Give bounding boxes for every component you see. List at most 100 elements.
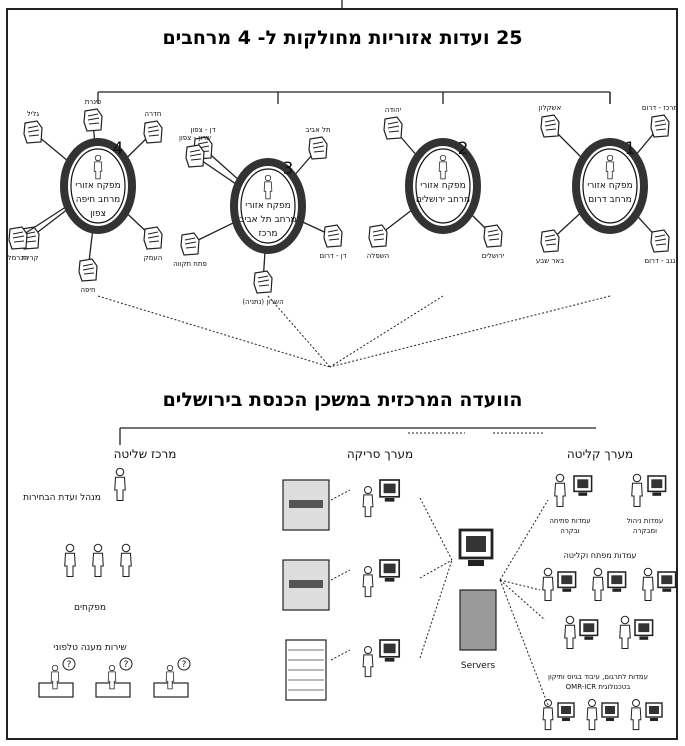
connector-line [500,500,548,580]
region-number: 4 [113,139,124,159]
person-icon [593,568,604,600]
scanning-center [283,480,452,700]
computer-icon [558,572,576,592]
scanner-printer-icon [283,560,329,610]
region-4: כינרתגלילחדרהקריותהעמקחיפההכרמל4מפקח אזו… [8,98,163,294]
connector-line [330,296,610,367]
person-icon [631,700,641,730]
satellite-label: השפלה [367,252,389,260]
computer-icon [635,620,653,640]
connector-line [98,296,330,367]
archive-icon [651,115,669,137]
review-station-label: בטכנולוגית OMR-ICR [566,683,631,691]
region-2: יהודההשפלהירושלים2מפקח אזורימרחב ירושלים [367,106,505,260]
satellite-label: באר שבע [536,257,564,265]
computer-icon [380,640,399,662]
archive-icon [309,137,327,159]
connector-line [331,490,350,500]
manager-station-label: עמדות ניהול [627,517,664,525]
archive-icon [9,227,27,249]
satellite-label: חיפה [80,286,95,294]
question-mark: ? [124,660,129,670]
person-icon [543,568,554,600]
archive-icon [84,109,102,131]
satellite-label: ירושלים [482,252,505,260]
archive-icon [541,115,559,137]
computer-icon [380,560,399,582]
satellite-label: שרון - צפון [179,134,211,142]
person-icon [93,544,104,576]
control-center: מנהל ועדת הבחירותמפקחיםשירות מענה טלפוני… [23,468,190,697]
computer-icon [658,572,676,592]
supervisors-label: מפקחים [74,603,106,613]
central-links [98,296,610,367]
computer-icon [648,476,666,496]
phone-operator-icon: ? [39,658,75,697]
region-center-label: מפקח אזורי [245,201,291,211]
person-icon [65,544,76,576]
region-center-label: מרחב חיפה [76,195,121,205]
computer-icon [646,703,662,721]
opening-station-label: ובקרה [560,527,580,535]
connector-line [500,580,540,590]
person-icon [363,487,373,517]
server-tower-icon [460,590,496,650]
connector-line [420,560,452,578]
region-center-label: מפקח אזורי [420,181,466,191]
column-title-reception: מערך קליטה [567,447,633,461]
columns-bus: מערך קליטהמערך סריקהמרכז שליטה [114,428,634,461]
archive-icon [186,145,204,167]
connector-line [420,498,452,560]
satellite-label: תל אביב [305,126,330,134]
document-scanner-icon [286,640,326,700]
archive-icon [144,121,162,143]
phone-service-label: שירות מענה טלפוני [53,643,126,653]
region-number: 1 [625,139,636,159]
region-center-label: מרחב ירושלים [416,195,470,205]
archive-icon [324,225,342,247]
region-center-label: צפון [90,209,106,219]
satellite-label: אשקלון [539,104,562,112]
manager-station-label: ומבקרה [633,527,657,535]
connector-line [330,296,443,367]
archive-icon [181,233,199,255]
person-icon [620,616,631,648]
connector-line [420,560,452,658]
computer-icon [602,703,618,721]
scanner-printer-icon [283,480,329,530]
connector-line [500,580,548,705]
person-icon [115,468,126,500]
archive-icon [369,225,387,247]
computer-icon [574,476,592,496]
archive-icon [79,259,97,281]
question-mark: ? [67,660,72,670]
region-center-label: מרחב תל אביב [239,215,296,225]
region-number: 3 [283,159,294,179]
computer-icon [608,572,626,592]
servers: Servers [460,530,496,671]
satellite-label: דן - דרום [319,252,346,260]
region-3: דן - צפוןתל אביבשרון - צפוןפתח תקווההשרו… [173,126,347,306]
phone-operator-icon: ? [96,658,132,697]
satellite-label: נגב - דרום [644,257,675,265]
satellite-label: גליל [27,110,40,118]
computer-icon [580,620,598,640]
person-icon [587,700,597,730]
region-center-label: מפקח אזורי [587,181,633,191]
satellite-label: הכרמל [8,254,29,262]
archive-icon [144,227,162,249]
review-station-label: עמדות לתרגום, עיבוד בגיוס ותיקון [548,673,648,681]
region-center-label: מפקח אזורי [75,181,121,191]
satellite-label: העמק [144,254,163,262]
phone-operator-icon: ? [154,658,190,697]
question-mark: ? [182,660,187,670]
connector-line [331,650,350,660]
satellite-label: יהודה [385,106,402,114]
computer-icon [558,703,574,721]
person-icon [565,616,576,648]
person-icon [121,544,132,576]
person-icon [363,647,373,677]
